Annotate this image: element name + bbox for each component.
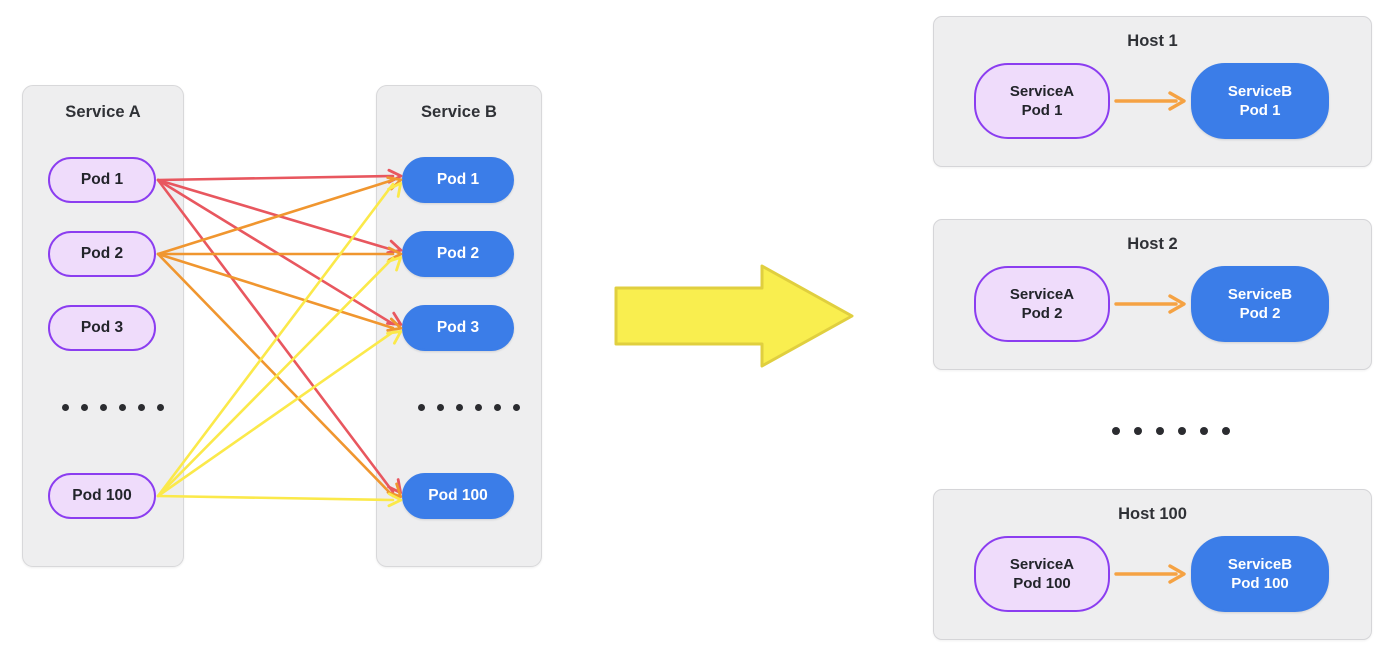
- service-a-pod-100[interactable]: Pod 100: [48, 473, 156, 519]
- host-1-title: Host 1: [1127, 32, 1178, 50]
- host-2-service-b-line1: ServiceB: [1227, 285, 1293, 303]
- service-a-pod-2[interactable]: Pod 2: [48, 231, 156, 277]
- host-1-service-a-pod[interactable]: ServiceA Pod 1: [974, 63, 1110, 139]
- service-b-pod-2[interactable]: Pod 2: [402, 231, 514, 277]
- host-2-title: Host 2: [1127, 235, 1178, 253]
- service-b-ellipsis: [418, 404, 520, 411]
- host-100-panel: Host 100 ServiceA Pod 100 ServiceB Pod 1…: [933, 489, 1372, 640]
- host-1-service-b-pod[interactable]: ServiceB Pod 1: [1191, 63, 1329, 139]
- service-a-title: Service A: [65, 103, 141, 121]
- host-1-service-b-line2: Pod 1: [1239, 102, 1281, 119]
- service-a-pod-1[interactable]: Pod 1: [48, 157, 156, 203]
- host-100-service-b-line2: Pod 100: [1231, 575, 1289, 592]
- host-100-service-b-pod[interactable]: ServiceB Pod 100: [1191, 536, 1329, 612]
- host-1-arrow-icon: [1114, 91, 1186, 111]
- host-2-service-b-line2: Pod 2: [1239, 305, 1281, 322]
- host-2-service-a-line2: Pod 2: [1021, 305, 1063, 322]
- host-100-service-a-pod[interactable]: ServiceA Pod 100: [974, 536, 1110, 612]
- transition-arrow-icon: [614, 264, 854, 368]
- host-1-service-b-line1: ServiceB: [1227, 82, 1293, 100]
- service-b-pod-1[interactable]: Pod 1: [402, 157, 514, 203]
- service-b-pod-3[interactable]: Pod 3: [402, 305, 514, 351]
- host-2-service-b-pod[interactable]: ServiceB Pod 2: [1191, 266, 1329, 342]
- service-a-pod-3[interactable]: Pod 3: [48, 305, 156, 351]
- host-100-service-a-line1: ServiceA: [1009, 555, 1075, 573]
- host-2-arrow-icon: [1114, 294, 1186, 314]
- service-b-pod-100[interactable]: Pod 100: [402, 473, 514, 519]
- host-100-service-a-line2: Pod 100: [1013, 575, 1071, 592]
- host-100-title: Host 100: [1118, 505, 1187, 523]
- host-100-service-b-line1: ServiceB: [1227, 555, 1293, 573]
- host-2-service-a-line1: ServiceA: [1009, 285, 1075, 303]
- host-2-panel: Host 2 ServiceA Pod 2 ServiceB Pod 2: [933, 219, 1372, 370]
- host-1-service-a-line2: Pod 1: [1021, 102, 1063, 119]
- service-a-ellipsis: [62, 404, 164, 411]
- host-2-service-a-pod[interactable]: ServiceA Pod 2: [974, 266, 1110, 342]
- hosts-ellipsis: [1112, 427, 1230, 435]
- host-1-service-a-line1: ServiceA: [1009, 82, 1075, 100]
- host-100-arrow-icon: [1114, 564, 1186, 584]
- service-b-title: Service B: [420, 103, 498, 121]
- host-1-panel: Host 1 ServiceA Pod 1 ServiceB Pod 1: [933, 16, 1372, 167]
